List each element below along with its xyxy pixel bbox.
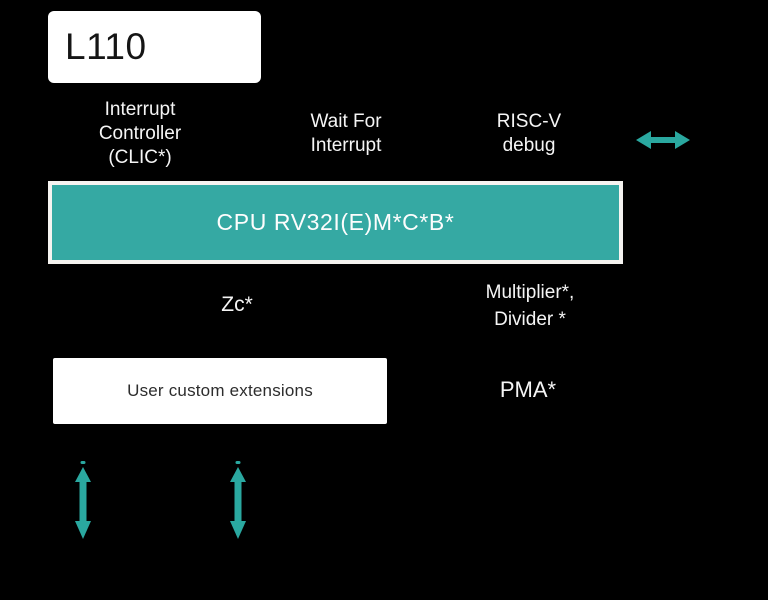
cpu-block: CPU RV32I(E)M*C*B* xyxy=(48,181,623,264)
label-multiplier-divider: Multiplier*, Divider * xyxy=(485,282,575,330)
label-zc-extension: Zc* xyxy=(221,293,253,316)
label-riscv-debug: RISC-V debug xyxy=(496,111,562,156)
core-name-box: L110 xyxy=(48,11,261,83)
label-interrupt-controller: Interrupt Controller (CLIC*) xyxy=(98,99,182,168)
cpu-label: CPU RV32I(E)M*C*B* xyxy=(216,209,455,235)
user-custom-extensions-label: User custom extensions xyxy=(127,381,313,400)
bus-vertical-double-arrow-right-icon xyxy=(230,461,246,539)
label-pma: PMA* xyxy=(499,377,557,402)
core-name: L110 xyxy=(65,26,147,67)
user-custom-extensions-block: User custom extensions xyxy=(53,358,387,424)
label-wait-for-interrupt: Wait For Interrupt xyxy=(310,111,382,156)
bus-vertical-double-arrow-left-icon xyxy=(75,461,91,539)
debug-horizontal-double-arrow-icon xyxy=(636,131,690,149)
